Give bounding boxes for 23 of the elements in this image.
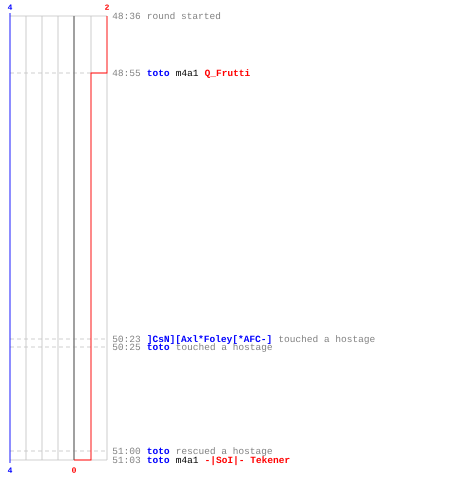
event-time: 48:36 [112,12,140,20]
count-label: 4 [8,4,12,10]
count-label: 4 [8,468,12,473]
event-text: touched a hostage [279,335,375,344]
player-name: -|SoI|- Tekener [206,456,290,466]
player-name: toto [148,456,170,464]
player-name: toto [148,344,170,350]
player-name: toto [148,448,170,454]
event-text: touched a hostage [176,343,272,352]
count-label: 2 [105,4,109,10]
player-name: ]CsN][Axl*Foley[*AFC-] [148,335,270,344]
event-time: 51:03 [112,456,140,464]
event-time: 51:00 [112,448,140,454]
player-name: toto [148,70,170,76]
event-text: round started [148,12,220,20]
event-time: 50:23 [112,336,140,342]
event-time: 50:25 [112,344,140,350]
count-label: 0 [72,467,76,473]
weapon-name: m4a1 [176,456,198,464]
event-text: rescued a hostage [176,447,272,456]
player-name: Q_Frutti [204,69,250,78]
event-time: 48:55 [112,70,140,76]
weapon-name: m4a1 [176,70,198,76]
